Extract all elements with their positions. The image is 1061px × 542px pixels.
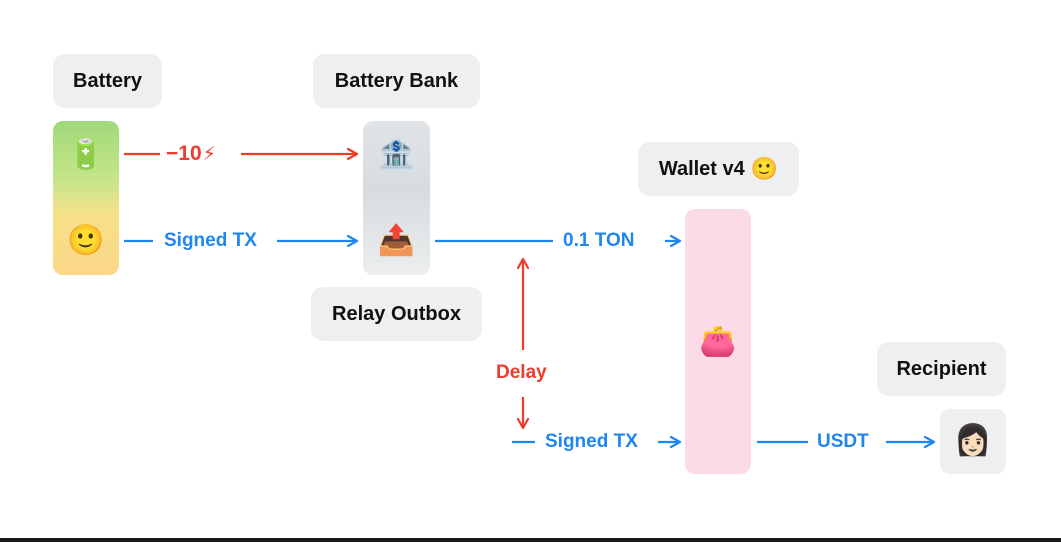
bottom-border [0, 538, 1061, 542]
battery-column [53, 121, 119, 275]
signed-tx-text-1: Signed TX [164, 230, 257, 251]
relay-outbox-label: Relay Outbox [311, 287, 482, 341]
bank-relay-column [363, 121, 430, 275]
smile-icon: 🙂 [750, 156, 779, 182]
ton-text: 0.1 TON [563, 230, 635, 251]
relay-outbox-label-text: Relay Outbox [332, 302, 461, 325]
charge-amount: −10 [166, 142, 202, 165]
recipient-label: Recipient [877, 342, 1006, 396]
battery-bank-label: Battery Bank [313, 54, 480, 108]
battery-label-text: Battery [73, 69, 142, 92]
wallet-label: Wallet v4 🙂 [638, 142, 799, 196]
battery-icon: 🔋 [67, 137, 105, 172]
battery-bank-label-text: Battery Bank [334, 69, 459, 92]
battery-label: Battery [53, 54, 162, 108]
signed-tx-text-2: Signed TX [545, 431, 638, 452]
outbox-icon: 📤 [377, 223, 416, 258]
purse-icon: 👛 [699, 324, 737, 359]
usdt-text: USDT [817, 431, 869, 452]
recipient-box [940, 409, 1006, 474]
bank-icon: 🏦 [377, 137, 416, 172]
wallet-column [685, 209, 751, 474]
smile-face-icon: 🙂 [67, 223, 105, 258]
recipient-icon: 👩🏻 [954, 423, 992, 458]
bolt-icon: ⚡ [202, 143, 216, 165]
recipient-label-text: Recipient [896, 357, 987, 380]
delay-text: Delay [496, 362, 547, 383]
wallet-label-text: Wallet v4 [658, 157, 745, 180]
charge-text: −10 ⚡ [166, 142, 216, 166]
